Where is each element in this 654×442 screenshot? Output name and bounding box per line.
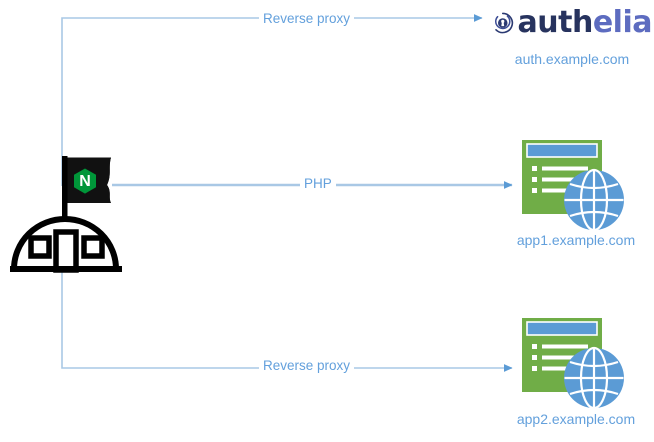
- hostname-app1-example-com: app1.example.com: [516, 232, 636, 248]
- node-app2[interactable]: [520, 316, 628, 410]
- nginx-hexagon-icon: [74, 168, 96, 194]
- hostname-auth-example-com: auth.example.com: [514, 51, 630, 67]
- edge-nginx-to-app2: [61, 270, 513, 372]
- authelia-wordmark-accent: elia: [592, 5, 653, 40]
- edge-label-reverse-proxy-top: Reverse proxy: [259, 11, 355, 27]
- nginx-fortress-icon: N: [10, 156, 122, 273]
- authelia-wordmark: authelia: [517, 5, 653, 40]
- svg-text:N: N: [79, 173, 91, 190]
- node-authelia[interactable]: authelia: [492, 0, 653, 46]
- globe-icon: [564, 168, 624, 232]
- node-app1[interactable]: [520, 138, 628, 232]
- node-nginx[interactable]: N: [8, 152, 130, 277]
- globe-icon: [564, 346, 624, 410]
- hostname-app2-example-com: app2.example.com: [516, 411, 636, 427]
- web-application-server-icon: [522, 318, 624, 410]
- authelia-logo-icon: [495, 12, 514, 34]
- edge-label-php: PHP: [300, 176, 336, 192]
- web-application-server-icon: [522, 140, 624, 232]
- edge-label-reverse-proxy-bottom: Reverse proxy: [259, 358, 355, 374]
- authelia-wordmark-primary: auth: [517, 5, 594, 40]
